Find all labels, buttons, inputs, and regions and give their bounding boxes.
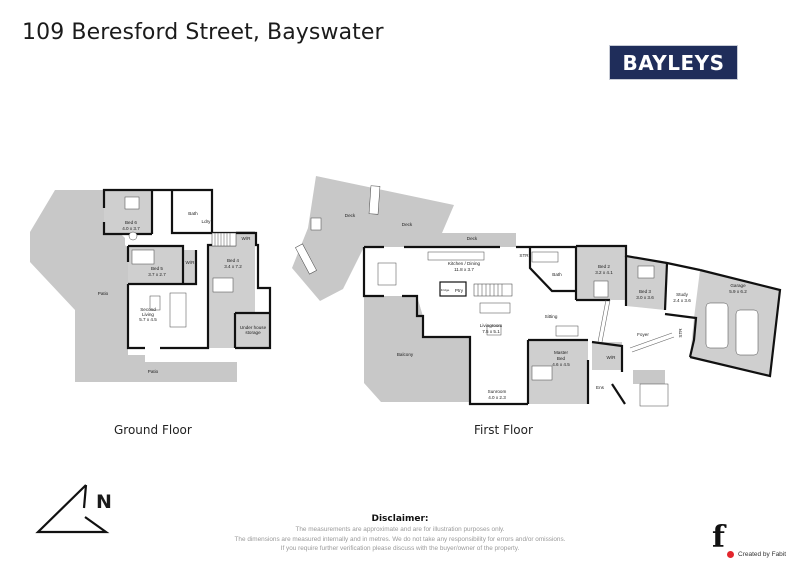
disclaimer-block: Disclaimer: The measurements are approxi… bbox=[200, 514, 600, 554]
label-ens: Ens bbox=[596, 385, 605, 390]
label-sunroom: Sunroom bbox=[488, 389, 507, 394]
label-second-living-1: Second bbox=[140, 307, 156, 312]
fabit-f-glyph: f bbox=[712, 520, 725, 555]
label-kitchen-dims: 11.8 x 3.7 bbox=[454, 267, 474, 272]
property-address-title: 109 Beresford Street, Bayswater bbox=[22, 20, 384, 45]
label-second-living-dims: 5.7 x 4.5 bbox=[139, 317, 157, 322]
balcony bbox=[364, 296, 470, 402]
label-deck-2: Deck bbox=[402, 222, 413, 227]
label-study: Study bbox=[676, 292, 688, 297]
room-livingroom bbox=[417, 296, 528, 382]
label-str-2: STR bbox=[678, 328, 683, 338]
first-floor-plan: Deck Deck Deck Kitchen / Dining 11.8 x 3… bbox=[292, 176, 782, 407]
label-garage: Garage bbox=[730, 283, 746, 288]
north-arrow-icon bbox=[35, 484, 110, 534]
room-bed3 bbox=[626, 256, 667, 310]
room-wr-bed4 bbox=[236, 231, 255, 245]
first-floor-label: First Floor bbox=[474, 423, 533, 437]
label-sitting: Sitting bbox=[545, 314, 558, 319]
label-patio-bottom: Patio bbox=[148, 369, 159, 374]
disclaimer-line-2: The dimensions are measured internally a… bbox=[234, 535, 566, 543]
label-second-living-2: Living bbox=[142, 312, 154, 317]
room-bath-ground bbox=[172, 190, 212, 233]
label-storage-1: Under house bbox=[240, 325, 267, 330]
label-bed4: Bed 4 bbox=[227, 258, 239, 263]
label-sunroom-dims: 4.0 x 2.3 bbox=[488, 395, 506, 400]
bayleys-logo-text: BAYLEYS bbox=[622, 50, 725, 75]
label-patio-left: Patio bbox=[98, 291, 109, 296]
label-master-dims: 4.6 x 4.5 bbox=[552, 362, 570, 367]
label-foyer: Foyer bbox=[637, 332, 649, 337]
ground-floor-plan: Bed 6 4.0 x 3.7 Bath Ldry W/R Bed 5 3.7 … bbox=[30, 188, 272, 382]
room-under-house-storage bbox=[235, 313, 270, 348]
label-wr-bed5: W/R bbox=[186, 260, 196, 265]
label-deck-1: Deck bbox=[345, 213, 356, 218]
label-bed3-dims: 3.0 x 3.6 bbox=[636, 295, 654, 300]
label-bed3: Bed 3 bbox=[639, 289, 651, 294]
deck-left bbox=[292, 176, 516, 301]
room-study bbox=[665, 263, 700, 318]
label-storage-2: storage bbox=[245, 330, 261, 335]
label-bath-ground: Bath bbox=[188, 211, 198, 216]
room-second-living bbox=[128, 284, 208, 348]
label-str-1: STR bbox=[519, 253, 529, 258]
disclaimer-line-3: If you require further verification plea… bbox=[280, 545, 520, 552]
fabit-credit: Created by Fabit bbox=[738, 551, 787, 558]
label-bed5: Bed 5 bbox=[151, 266, 163, 271]
room-sunroom bbox=[470, 372, 528, 404]
label-wr-first: W/R bbox=[607, 355, 617, 360]
fabit-red-dot bbox=[727, 551, 734, 558]
label-fridge: Fridge bbox=[441, 288, 450, 292]
label-bed4-dims: 3.4 x 7.2 bbox=[224, 264, 242, 269]
bayleys-logo: BAYLEYS bbox=[608, 44, 739, 81]
label-livingroom: Livingroom bbox=[480, 323, 503, 328]
room-wr-first bbox=[592, 342, 622, 370]
porch bbox=[633, 370, 665, 384]
room-wr-ground bbox=[183, 250, 196, 284]
label-bed2-dims: 3.2 x 4.1 bbox=[595, 270, 613, 275]
label-balcony: Balcony bbox=[397, 352, 414, 357]
label-livingroom-dims: 7.5 x 5.1 bbox=[482, 329, 500, 334]
label-bed6: Bed 6 bbox=[125, 220, 137, 225]
label-bed2: Bed 2 bbox=[598, 264, 610, 269]
label-garage-dims: 5.9 x 6.2 bbox=[729, 289, 747, 294]
label-bed5-dims: 3.7 x 2.7 bbox=[148, 272, 166, 277]
compass-north-label: N bbox=[96, 491, 112, 513]
label-master-1: Master bbox=[554, 350, 569, 355]
label-ldry: Ldry bbox=[202, 219, 212, 224]
ground-floor-label: Ground Floor bbox=[114, 423, 192, 437]
label-bed6-dims: 4.0 x 3.7 bbox=[122, 226, 140, 231]
label-bath-first: Bath bbox=[552, 272, 562, 277]
label-study-dims: 2.4 x 3.6 bbox=[673, 298, 691, 303]
label-master-2: Bed bbox=[557, 356, 566, 361]
label-kitchen-dining: Kitchen / Dining bbox=[448, 261, 481, 266]
label-wr-bed4: W/R bbox=[242, 236, 252, 241]
label-ptry: Ptry bbox=[455, 288, 464, 293]
disclaimer-line-1: The measurements are approximate and are… bbox=[295, 526, 505, 533]
label-deck-3: Deck bbox=[467, 236, 478, 241]
ground-patio bbox=[30, 190, 237, 382]
disclaimer-heading: Disclaimer: bbox=[371, 514, 429, 524]
